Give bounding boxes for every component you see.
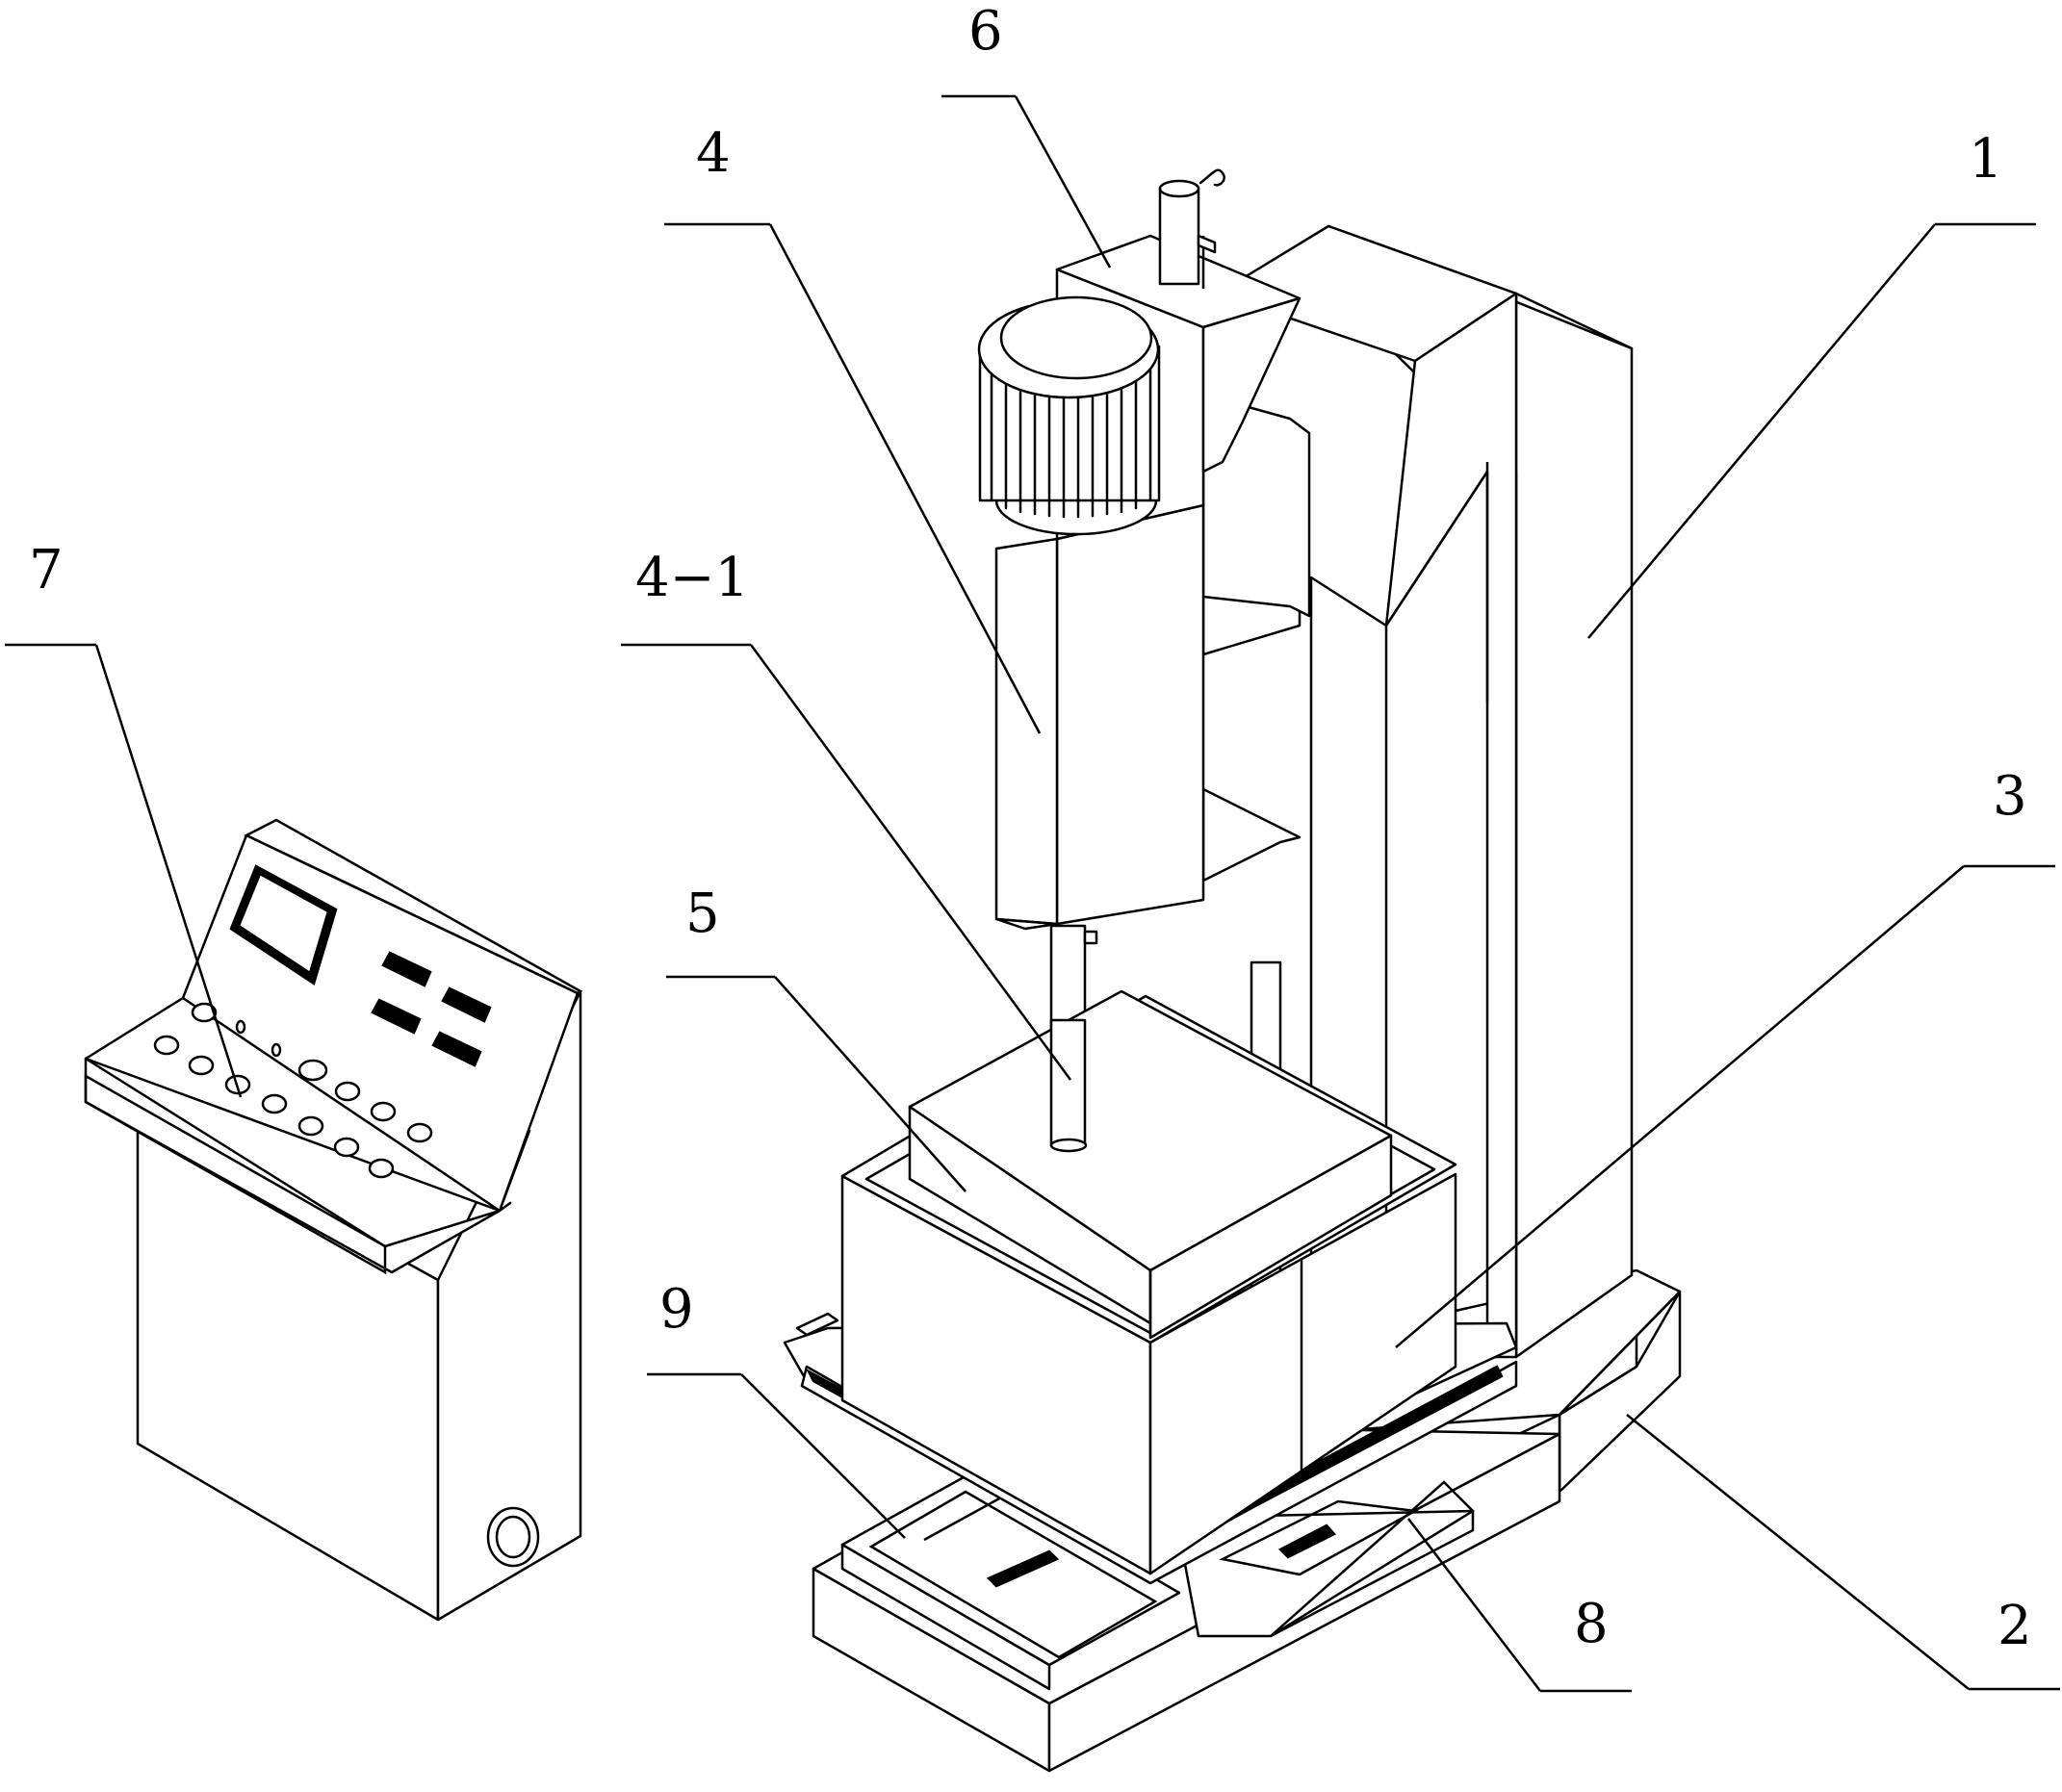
label-5: 5	[685, 883, 720, 945]
label-3: 3	[1993, 765, 2027, 828]
control-cabinet	[84, 818, 583, 1622]
console-buttons	[153, 1002, 433, 1179]
label-4-1: 4−1	[635, 547, 750, 609]
label-1: 1	[1969, 128, 2003, 191]
leader-lines	[5, 94, 2060, 1693]
label-9: 9	[659, 1278, 694, 1341]
label-8: 8	[1574, 1593, 1609, 1655]
slide-rails	[840, 1471, 1475, 1691]
mould-assembly	[783, 989, 1518, 1585]
label-4: 4	[696, 122, 731, 185]
label-7: 7	[29, 539, 64, 602]
label-6: 6	[968, 0, 1003, 63]
label-2: 2	[1998, 1595, 2032, 1657]
motor-carriage	[977, 168, 1311, 1152]
